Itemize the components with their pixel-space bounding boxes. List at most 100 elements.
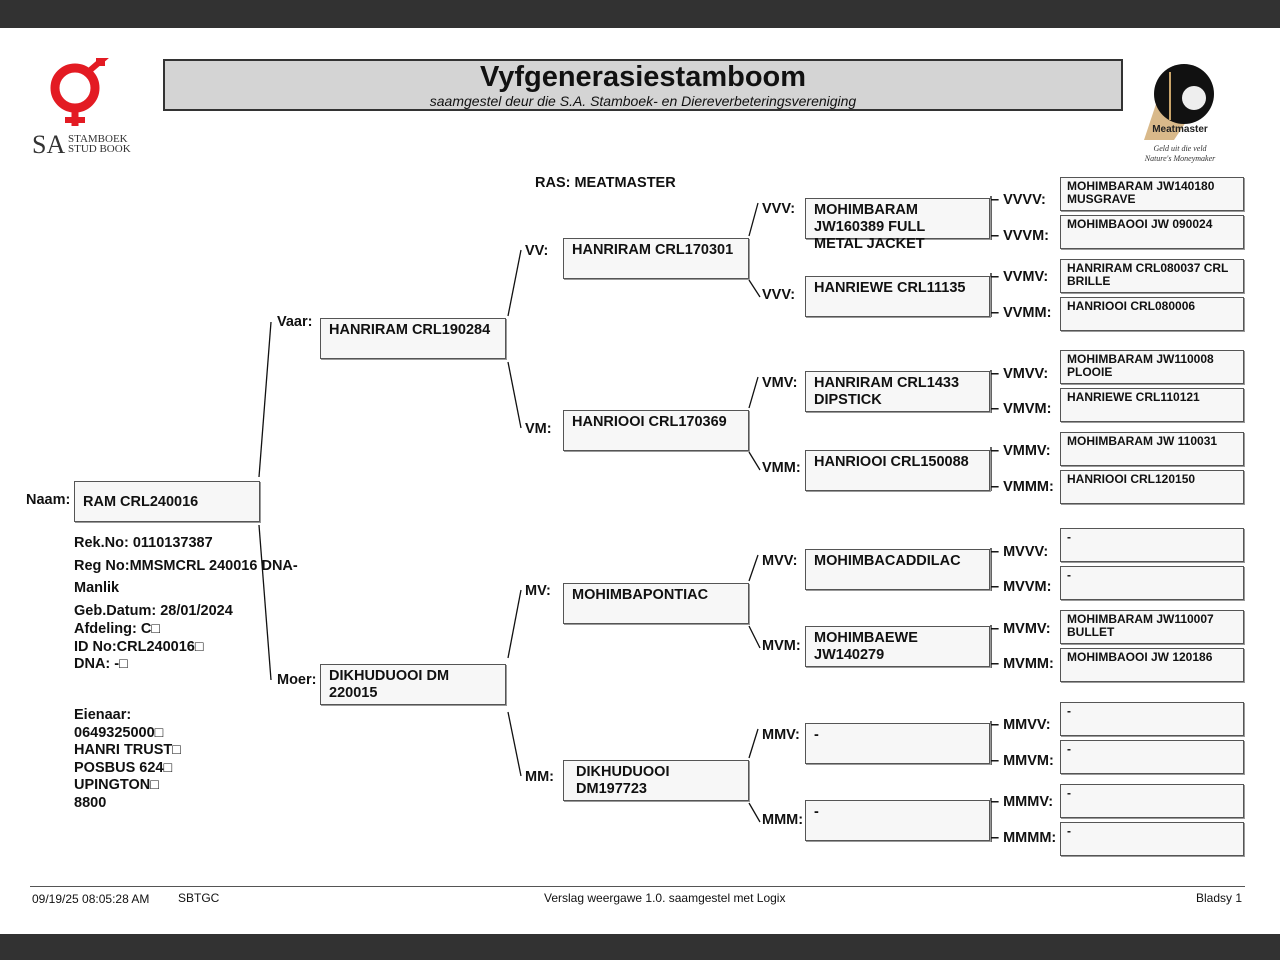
gen4-box: - — [805, 723, 990, 764]
logo-sa: SA — [32, 130, 66, 159]
gen3-box: DIKHUDUOOI DM197723 — [563, 760, 749, 801]
gen5-box: MOHIMBAOOI JW 090024 — [1060, 215, 1244, 249]
gen5-label: – VMMM: — [991, 479, 1054, 495]
connector-line — [748, 279, 761, 298]
meatmaster-emblem-icon — [1144, 64, 1214, 140]
logo-meatmaster: Meatmaster — [1152, 124, 1208, 135]
gen2-label: Vaar: — [277, 314, 313, 330]
gen5-box: - — [1060, 740, 1244, 774]
sex: Manlik — [74, 580, 120, 596]
connector-line — [748, 728, 759, 759]
logo-tagline-2: Nature's Moneymaker — [1144, 154, 1216, 163]
logo-line2: STUD BOOK — [68, 143, 131, 155]
id-no: ID No:CRL240016□ — [74, 638, 204, 655]
gen5-label: – MVVM: — [991, 579, 1052, 595]
gen5-box: HANRIRAM CRL080037 CRL BRILLE — [1060, 259, 1244, 293]
gen3-label: MV: — [525, 583, 551, 599]
gen4-label: MVV: — [762, 553, 798, 569]
gen5-label: – VVMM: — [991, 305, 1052, 321]
connector-line — [748, 802, 761, 823]
gen5-box: - — [1060, 528, 1244, 562]
gen4-label: MVM: — [762, 638, 801, 654]
gen5-label: – MVMM: — [991, 656, 1054, 672]
gen5-box: MOHIMBARAM JW110007 BULLET — [1060, 610, 1244, 644]
gen4-label: VMM: — [762, 460, 801, 476]
gen5-label: – VVVM: — [991, 228, 1050, 244]
footer-code: SBTGC — [178, 891, 220, 905]
logo-line1: STAMBOEK — [68, 133, 128, 145]
title-banner: Vyfgenerasiestamboom saamgestel deur die… — [163, 59, 1123, 111]
gen4-box: HANRIEWE CRL11135 — [805, 276, 990, 317]
connector-line — [258, 321, 272, 478]
gen5-box: - — [1060, 822, 1244, 856]
gen5-label: – MMMV: — [991, 794, 1054, 810]
owner-postcode: 8800 — [74, 794, 107, 811]
gen4-label: VMV: — [762, 375, 798, 391]
gen2-label: Moer: — [277, 672, 317, 688]
owner-label: Eienaar: — [74, 707, 132, 723]
gen3-label: VM: — [525, 421, 552, 437]
gen5-box: MOHIMBARAM JW140180 MUSGRAVE — [1060, 177, 1244, 211]
gen4-label: VVV: — [762, 287, 796, 303]
animal-name-label: Naam: — [26, 492, 71, 508]
gen4-box: MOHIMBAEWE JW140279 — [805, 626, 990, 667]
connector-line — [748, 554, 759, 582]
bottom-bar — [0, 934, 1280, 960]
gen4-label: MMV: — [762, 727, 800, 743]
connector-line — [507, 711, 522, 777]
gen5-label: – MMVV: — [991, 717, 1051, 733]
rek-no: Rek.No: 0110137387 — [74, 535, 213, 551]
gen5-label: – MMVM: — [991, 753, 1054, 769]
gen5-box: HANRIOOI CRL080006 — [1060, 297, 1244, 331]
connector-line — [507, 361, 522, 429]
breed-label: RAS: MEATMASTER — [535, 175, 676, 191]
gen5-box: - — [1060, 702, 1244, 736]
gen3-box: HANRIRAM CRL170301 — [563, 238, 749, 279]
connector-line — [507, 249, 522, 317]
footer-divider — [30, 886, 1245, 887]
owner-town: UPINGTON□ — [74, 777, 160, 793]
gen2-box: HANRIRAM CRL190284 — [320, 318, 506, 359]
gen3-box: MOHIMBAPONTIAC — [563, 583, 749, 624]
gen5-box: HANRIEWE CRL110121 — [1060, 388, 1244, 422]
gen3-box: HANRIOOI CRL170369 — [563, 410, 749, 451]
footer-report: Verslag weergawe 1.0. saamgestel met Log… — [544, 891, 786, 905]
owner-name: HANRI TRUST□ — [74, 742, 182, 758]
gen5-box: MOHIMBARAM JW110008 PLOOIE — [1060, 350, 1244, 384]
gen5-label: – MMMM: — [991, 830, 1057, 846]
meatmaster-logo: Meatmaster Geld uit die veld Nature's Mo… — [1140, 60, 1220, 168]
gen5-label: – MVMV: — [991, 621, 1051, 637]
connector-line — [748, 625, 761, 649]
connector-line — [748, 376, 759, 409]
gen5-box: - — [1060, 784, 1244, 818]
gen5-label: – VMVV: — [991, 366, 1049, 382]
gen5-box: MOHIMBAOOI JW 120186 — [1060, 648, 1244, 682]
gen5-label: – VMMV: — [991, 443, 1051, 459]
birth-date: Geb.Datum: 28/01/2024 — [74, 602, 233, 619]
gen4-label: MMM: — [762, 812, 804, 828]
connector-line — [507, 589, 522, 659]
reg-no: Reg No:MMSMCRL 240016 DNA- — [74, 557, 298, 574]
gen4-box: - — [805, 800, 990, 841]
animal-name-box: RAM CRL240016 — [74, 481, 260, 522]
page-subtitle: saamgestel deur die S.A. Stamboek- en Di… — [429, 93, 857, 109]
gen2-box: DIKHUDUOOI DM 220015 — [320, 664, 506, 705]
owner-address: POSBUS 624□ — [74, 759, 173, 776]
gen4-box: MOHIMBARAM JW160389 FULL METAL JACKET — [805, 198, 990, 252]
studbook-symbol-icon — [50, 57, 111, 126]
connector-line — [748, 202, 759, 237]
gen5-label: – VVVV: — [991, 192, 1046, 208]
gen5-box: HANRIOOI CRL120150 — [1060, 470, 1244, 504]
gen3-label: VV: — [525, 243, 549, 259]
page-title: Vyfgenerasiestamboom — [479, 61, 807, 93]
sa-studbook-logo: SA STAMBOEK STUD BOOK — [30, 57, 135, 159]
logo-tagline-1: Geld uit die veld — [1153, 144, 1207, 153]
gen4-box: MOHIMBACADDILAC — [805, 549, 990, 590]
gen5-label: – MVVV: — [991, 544, 1049, 560]
gen5-box: - — [1060, 566, 1244, 600]
dna: DNA: -□ — [74, 656, 128, 672]
footer-timestamp: 09/19/25 08:05:28 AM — [32, 892, 150, 906]
gen4-box: HANRIRAM CRL1433 DIPSTICK — [805, 371, 990, 412]
gen4-label: VVV: — [762, 201, 796, 217]
connector-line — [748, 451, 761, 471]
